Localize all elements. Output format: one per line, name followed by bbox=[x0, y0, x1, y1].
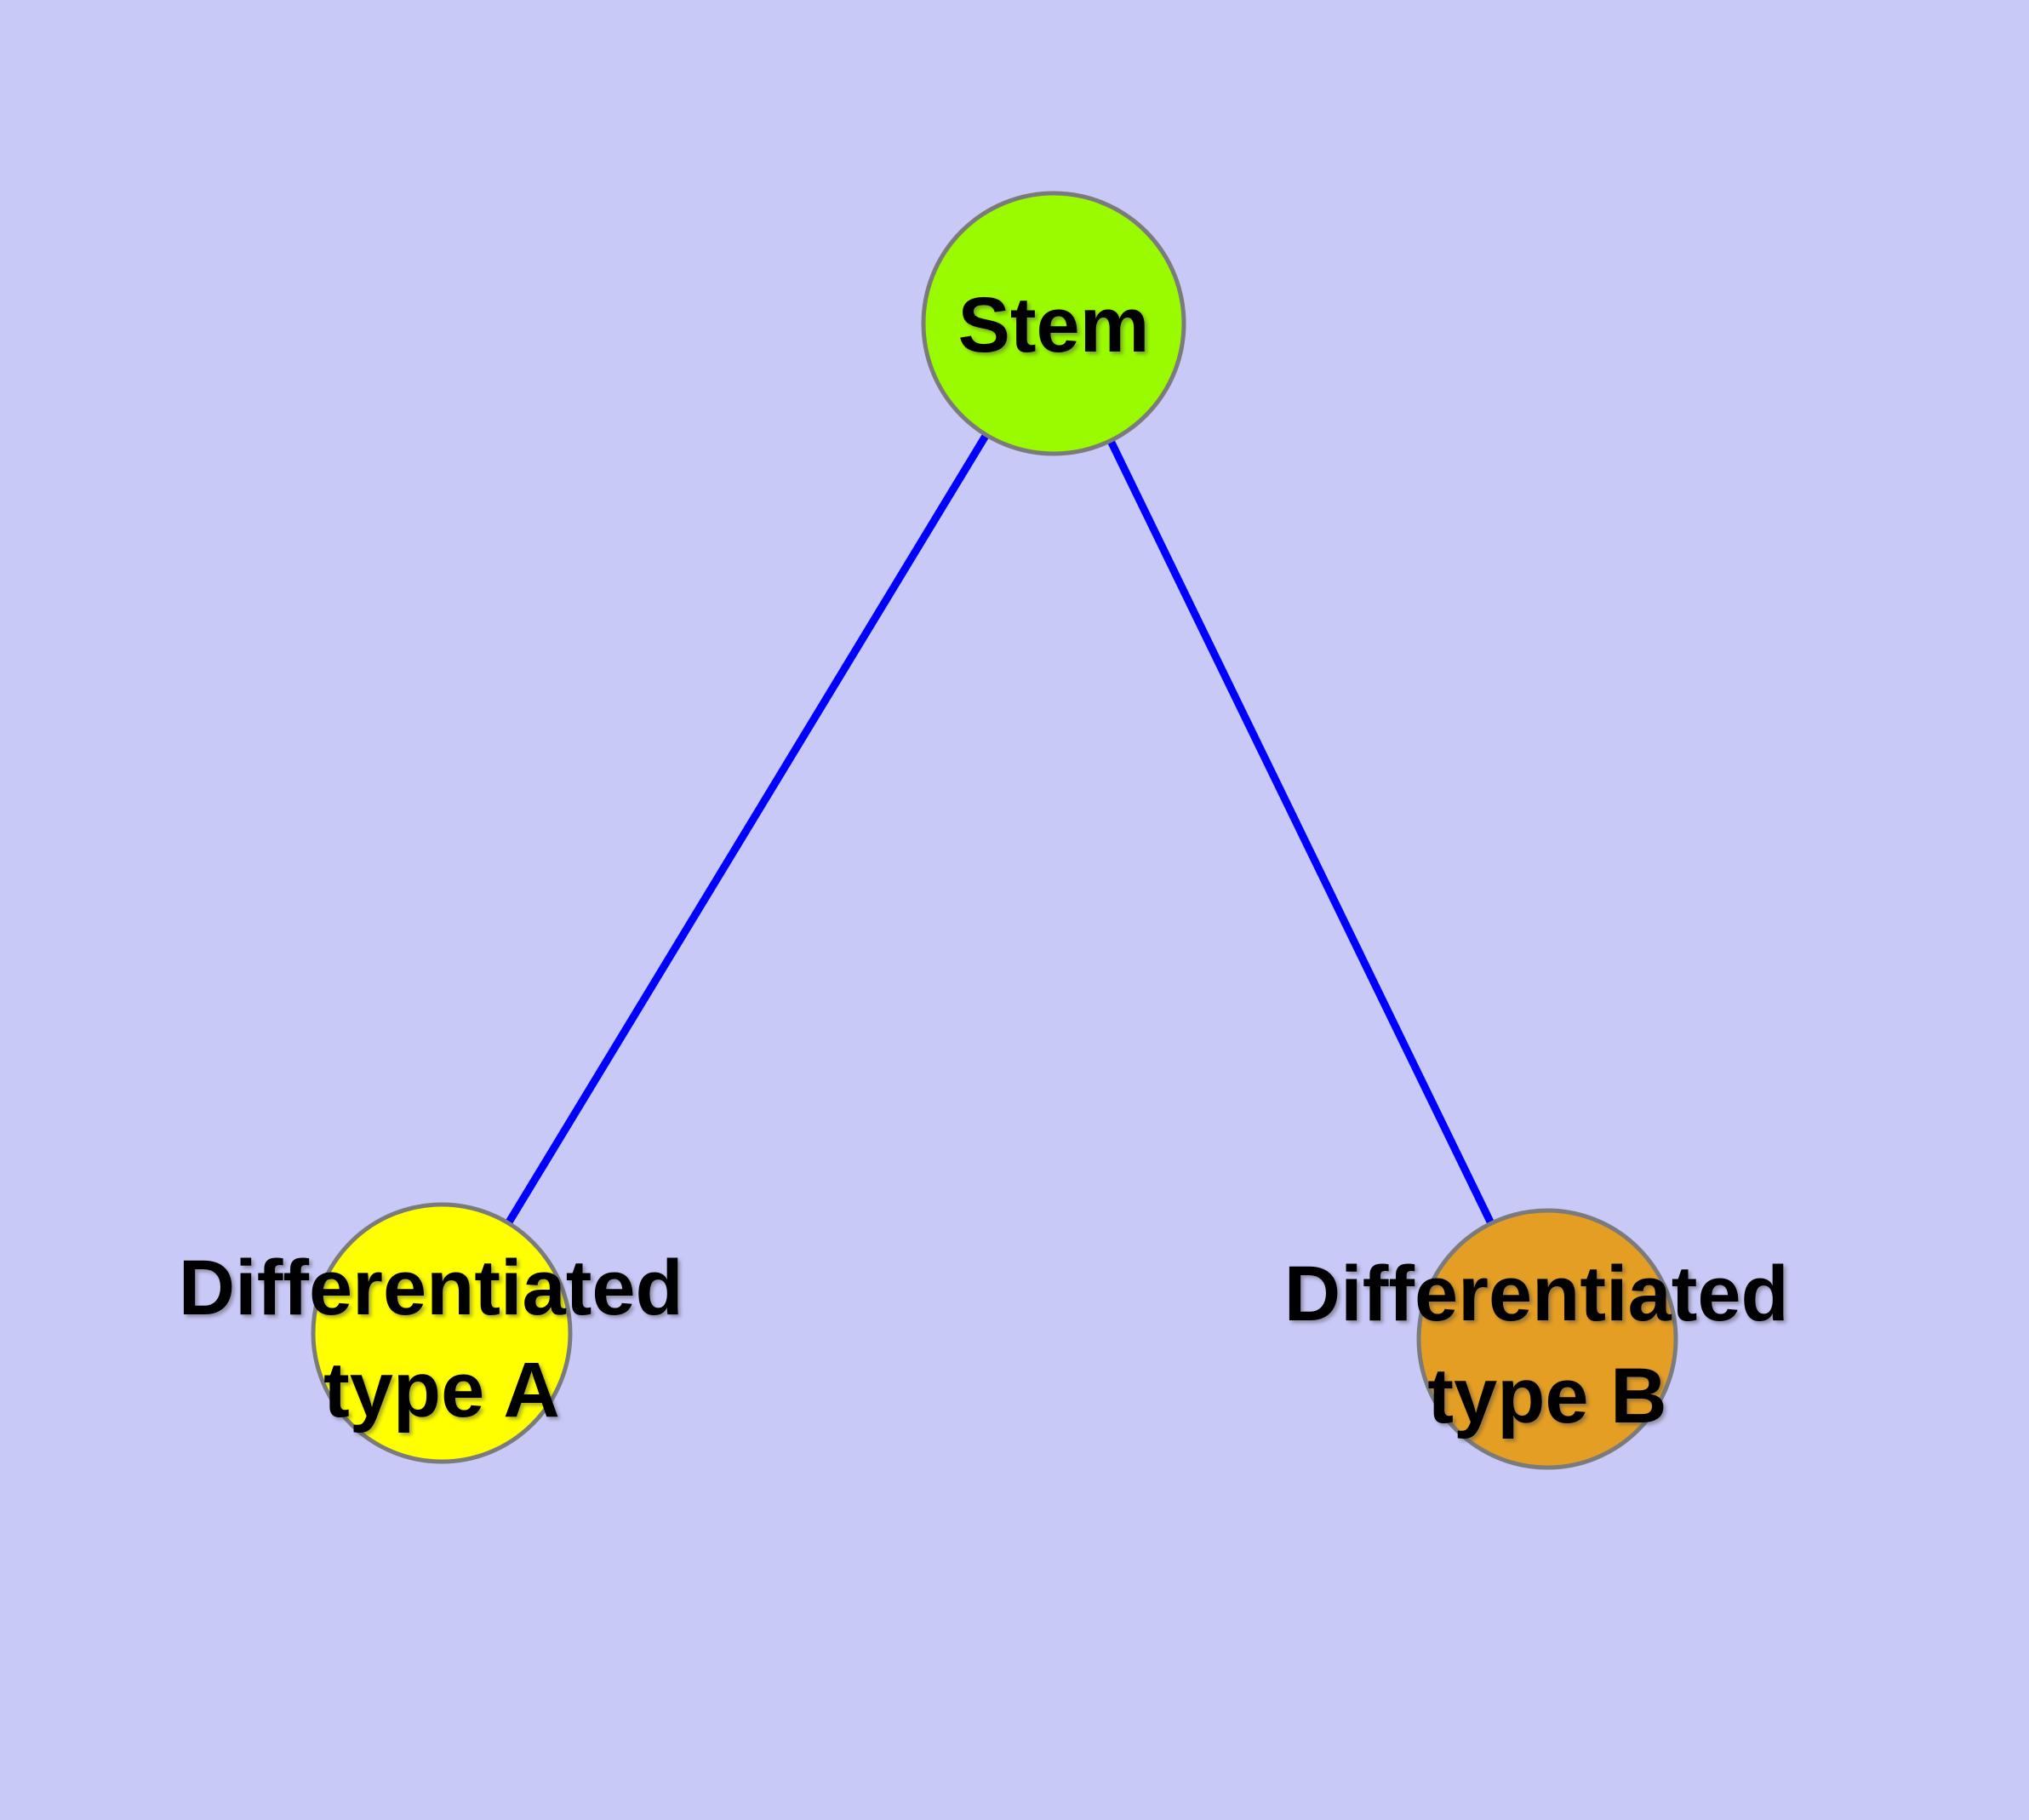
node-differentiated-type-b[interactable] bbox=[1416, 1208, 1678, 1470]
edge-stem-to-type-a[interactable] bbox=[437, 319, 1058, 1337]
edge-stem-to-type-b[interactable] bbox=[1049, 319, 1552, 1343]
node-differentiated-type-a[interactable] bbox=[311, 1202, 573, 1464]
node-stem[interactable] bbox=[921, 191, 1186, 456]
